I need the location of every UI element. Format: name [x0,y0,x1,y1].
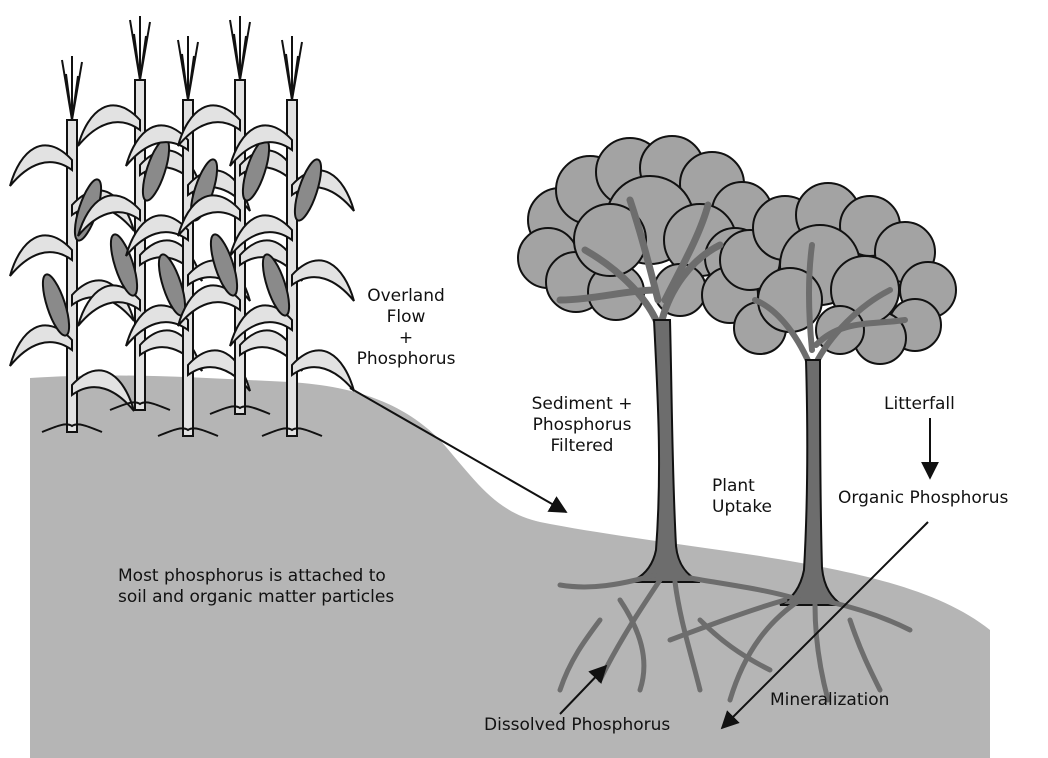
overland-flow-label: Overland Flow + Phosphorus [346,286,466,370]
organic-phosphorus-label: Organic Phosphorus [838,488,1008,509]
soil-note-label: Most phosphorus is attached to soil and … [118,566,394,608]
corn-tassel [282,36,302,100]
corn-leaf [10,235,72,276]
sediment-filtered-label: Sediment + Phosphorus Filtered [518,394,646,457]
corn-tassel [178,36,198,100]
corn-field [10,16,354,436]
corn-tassel [62,56,82,120]
corn-leaf [10,145,72,186]
corn-tassel [230,16,250,80]
corn-leaf [78,105,140,146]
plant-uptake-label: Plant Uptake [712,476,772,518]
dissolved-phosphorus-label: Dissolved Phosphorus [484,715,670,736]
mineralization-label: Mineralization [770,690,889,711]
corn-tassel [130,16,150,80]
litterfall-label: Litterfall [884,394,955,415]
corn-stalk [230,36,354,436]
corn-leaf [292,260,354,301]
